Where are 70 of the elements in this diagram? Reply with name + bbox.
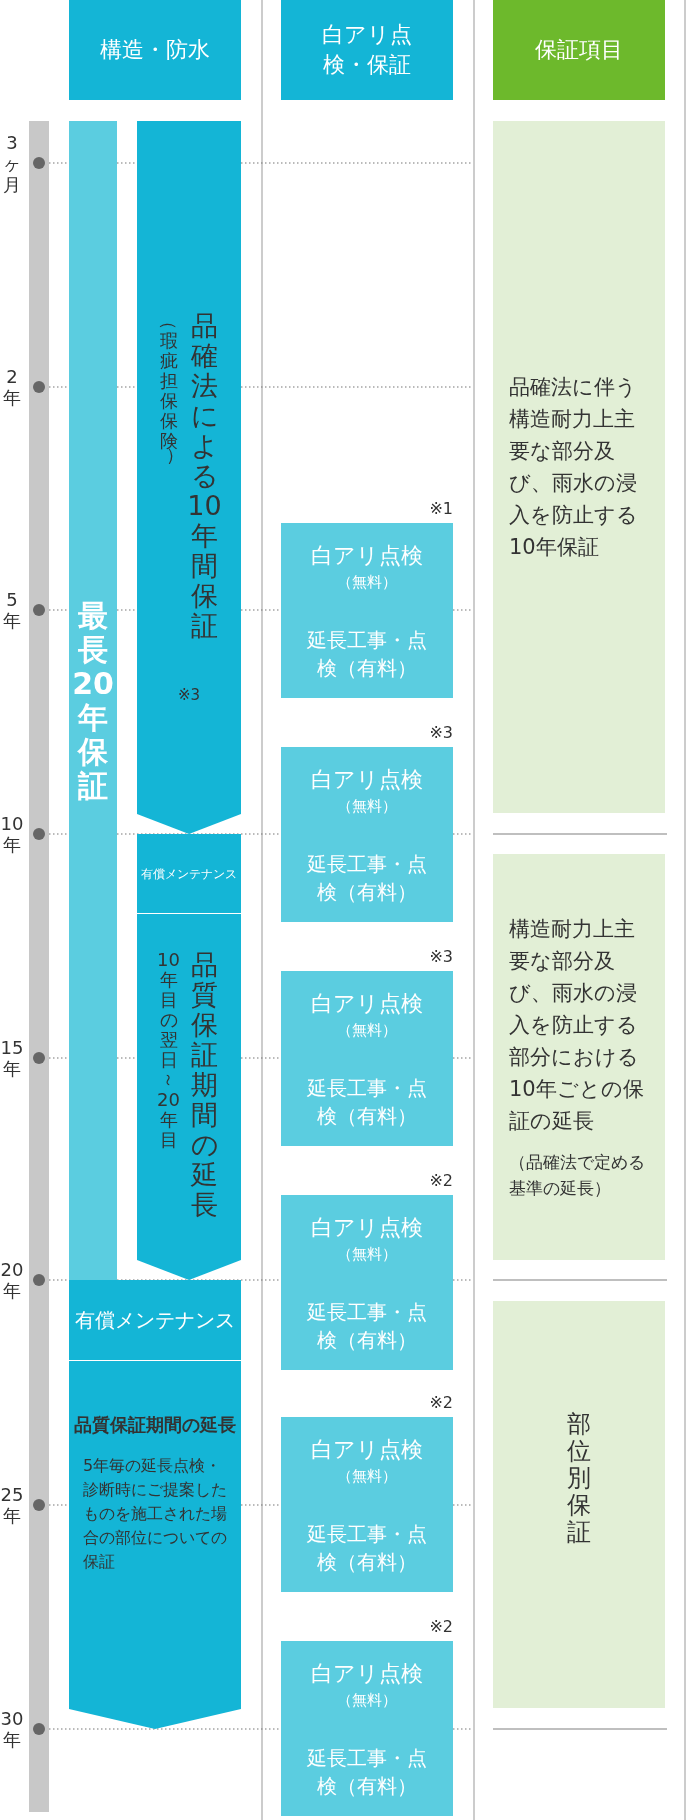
box-text: 白アリ点検 [311, 989, 423, 1018]
box-text: 白アリ点検 [311, 765, 423, 794]
box-note: （無料） [337, 1019, 397, 1041]
maintenance-band [137, 834, 241, 913]
inspection-box [281, 1417, 453, 1504]
time-label: 2年 [2, 366, 22, 408]
paid-work-box [281, 1282, 453, 1370]
box-text: 白アリ点検 [311, 541, 423, 570]
inspection-box [281, 1641, 453, 1728]
box-note: （無料） [337, 1243, 397, 1265]
inspection-box [281, 523, 453, 610]
guarantee-bar [69, 121, 117, 1280]
header-text: 白アリ点検・保証 [321, 21, 413, 79]
box-text: 白アリ点検 [311, 1659, 423, 1688]
paid-work-box [281, 834, 453, 922]
footnote-mark: ※3 [428, 723, 453, 742]
coverage-note: （品確法で定める基準の延長） [509, 1151, 646, 1200]
coverage-text: 品確法に伴う構造耐力上主要な部分及び、雨水の浸入を防止する10年保証 [509, 374, 639, 561]
box-note: （無料） [337, 1689, 397, 1711]
box-note: （無料） [337, 1465, 397, 1487]
coverage-panel [493, 1301, 665, 1708]
box-text: 延長工事・点検（有料） [306, 1521, 428, 1576]
time-label: 5年 [2, 589, 22, 631]
paid-work-box [281, 610, 453, 698]
band-title: 品質保証期間の延長 [74, 1413, 236, 1437]
coverage-text: 部位別保証 [566, 1411, 592, 1546]
coverage-panel [493, 121, 665, 813]
coverage-panel [493, 854, 665, 1260]
band-title: 品質保証期間の延長 [189, 950, 220, 1220]
column-header [493, 0, 665, 100]
footnote-mark: ※2 [428, 1393, 453, 1412]
inspection-box [281, 971, 453, 1058]
time-label: 10年 [0, 813, 24, 855]
column-header [281, 0, 453, 100]
time-label: 25年 [0, 1484, 24, 1526]
box-text: 延長工事・点検（有料） [306, 1075, 428, 1130]
band-title: 品確法による10年間保証 [189, 311, 220, 641]
box-text: 有償メンテナンス [141, 865, 237, 883]
header-text: 構造・防水 [100, 36, 210, 64]
footnote-mark: ※2 [428, 1171, 453, 1190]
box-text: 延長工事・点検（有料） [306, 1299, 428, 1354]
box-note: （無料） [337, 571, 397, 593]
footnote-mark: ※2 [428, 1617, 453, 1636]
band-note: （瑕疵担保保険） [158, 311, 179, 467]
time-label: 15年 [0, 1037, 24, 1079]
time-label: 3ヶ月 [2, 131, 22, 195]
footnote-mark: ※3 [428, 947, 453, 966]
time-label: 30年 [0, 1708, 24, 1750]
box-text: 延長工事・点検（有料） [306, 627, 428, 682]
footnote-mark: ※1 [428, 499, 453, 518]
box-text: 白アリ点検 [311, 1435, 423, 1464]
band-note: 10年目の翌日～20年目 [158, 950, 179, 1150]
box-note: （無料） [337, 795, 397, 817]
band-note: 5年毎の延長点検・診断時にご提案したものを施工された場合の部位についての保証 [83, 1455, 227, 1573]
header-text: 保証項目 [535, 36, 623, 64]
paid-work-box [281, 1504, 453, 1592]
box-text: 延長工事・点検（有料） [306, 1745, 428, 1800]
column-header [69, 0, 241, 100]
bar-text: 最長20年保証 [75, 598, 111, 803]
paid-work-box [281, 1728, 453, 1816]
time-label: 20年 [0, 1259, 24, 1301]
paid-work-box [281, 1058, 453, 1146]
footnote-mark: ※3 [176, 686, 202, 704]
box-text: 有償メンテナンス [75, 1307, 235, 1334]
box-text: 延長工事・点検（有料） [306, 851, 428, 906]
inspection-box [281, 747, 453, 834]
inspection-box [281, 1195, 453, 1282]
box-text: 白アリ点検 [311, 1213, 423, 1242]
maintenance-band [69, 1280, 241, 1360]
coverage-text: 構造耐力上主要な部分及び、雨水の浸入を防止する部分における10年ごとの保証の延長 [509, 916, 645, 1135]
